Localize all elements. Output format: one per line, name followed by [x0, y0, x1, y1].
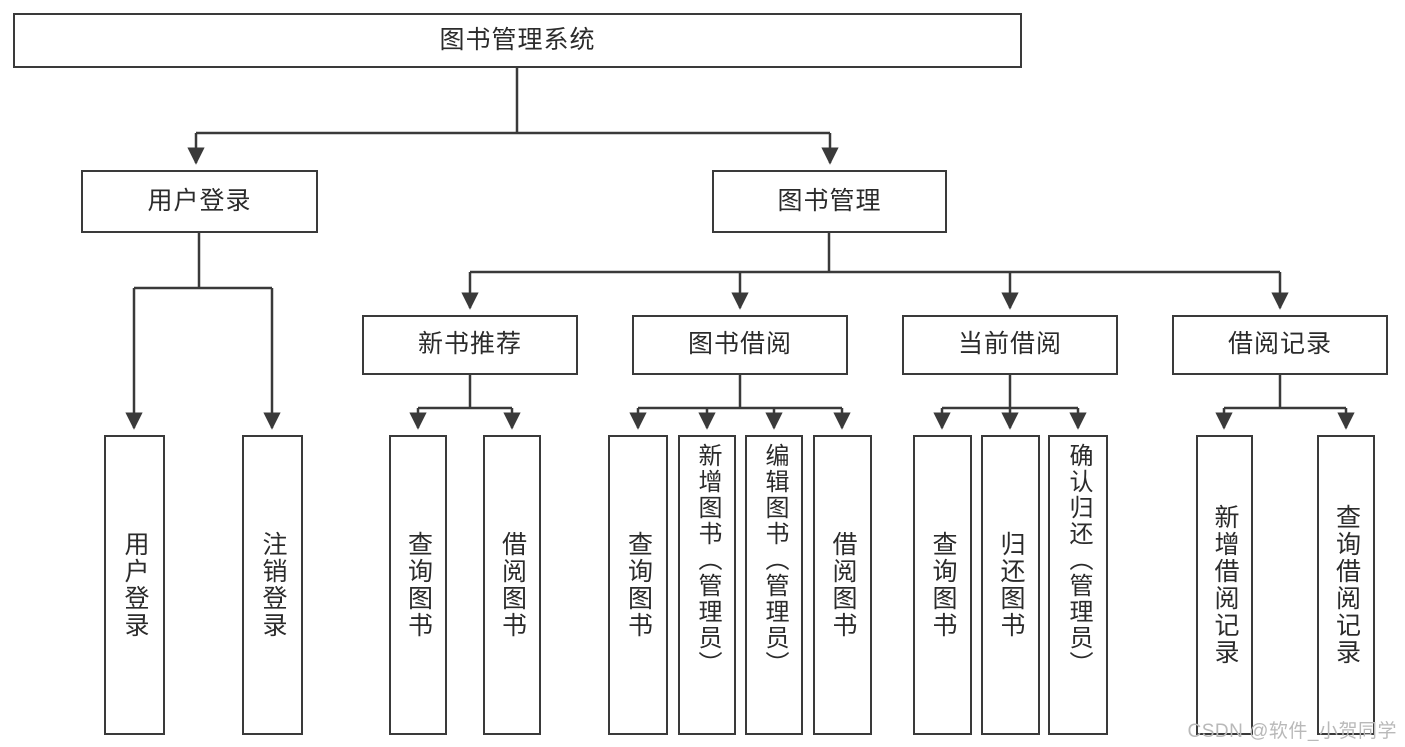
node-leaf-query-book-recommend[interactable]: 查询图书	[389, 435, 447, 735]
node-leaf-borrow-book-recommend-label: 借阅图书	[498, 531, 527, 639]
node-book-borrow-label: 图书借阅	[687, 330, 792, 359]
node-borrow-record-label: 借阅记录	[1227, 330, 1332, 359]
node-leaf-user-login-label: 用户登录	[121, 531, 149, 639]
node-leaf-borrow-book-label: 借阅图书	[829, 531, 857, 639]
node-borrow-record[interactable]: 借阅记录	[1172, 315, 1388, 375]
link-bookmgmt-to-level3	[461, 233, 1289, 310]
watermark-text: CSDN @软件_小贺同学	[1187, 721, 1397, 742]
link-currentborrow-to-leaves	[933, 375, 1087, 430]
node-current-borrow[interactable]: 当前借阅	[902, 315, 1118, 375]
node-leaf-borrow-book[interactable]: 借阅图书	[813, 435, 872, 735]
link-recommend-to-leaves	[409, 375, 521, 430]
node-leaf-query-book-borrow[interactable]: 查询图书	[608, 435, 668, 735]
node-new-book-recommend-label: 新书推荐	[417, 330, 522, 359]
node-leaf-query-book-current-label: 查询图书	[929, 531, 957, 639]
link-userlogin-to-leaves	[125, 233, 281, 430]
node-leaf-query-book-current[interactable]: 查询图书	[913, 435, 972, 735]
node-leaf-logout-login-label: 注销登录	[259, 531, 287, 639]
node-user-login[interactable]: 用户登录	[81, 170, 318, 233]
node-book-management[interactable]: 图书管理	[712, 170, 947, 233]
node-current-borrow-label: 当前借阅	[957, 330, 1062, 359]
node-leaf-query-book-recommend-label: 查询图书	[404, 531, 433, 639]
node-leaf-add-book-admin[interactable]: 新增图书（管理员）	[678, 435, 736, 735]
node-leaf-add-book-admin-label: 新增图书（管理员）	[693, 443, 721, 677]
node-leaf-query-book-borrow-label: 查询图书	[624, 531, 653, 639]
node-leaf-user-login[interactable]: 用户登录	[104, 435, 165, 735]
node-leaf-borrow-book-recommend[interactable]: 借阅图书	[483, 435, 541, 735]
node-leaf-query-borrow-record[interactable]: 查询借阅记录	[1317, 435, 1375, 735]
node-root-system-label: 图书管理系统	[439, 25, 596, 54]
node-leaf-query-borrow-record-label: 查询借阅记录	[1332, 504, 1361, 666]
link-bookborrow-to-leaves	[629, 375, 851, 430]
node-book-borrow[interactable]: 图书借阅	[632, 315, 848, 375]
node-leaf-edit-book-admin-label: 编辑图书（管理员）	[760, 443, 788, 677]
node-leaf-logout-login[interactable]: 注销登录	[242, 435, 303, 735]
node-book-management-label: 图书管理	[777, 186, 882, 215]
node-leaf-confirm-return-admin[interactable]: 确认归还（管理员）	[1048, 435, 1108, 735]
node-user-login-label: 用户登录	[147, 186, 252, 215]
node-leaf-confirm-return-admin-label: 确认归还（管理员）	[1064, 443, 1092, 677]
node-new-book-recommend[interactable]: 新书推荐	[362, 315, 578, 375]
node-leaf-edit-book-admin[interactable]: 编辑图书（管理员）	[745, 435, 803, 735]
node-leaf-return-book-label: 归还图书	[997, 531, 1025, 639]
link-root-to-level2	[187, 68, 839, 165]
node-leaf-add-borrow-record-label: 新增借阅记录	[1211, 504, 1239, 666]
node-leaf-return-book[interactable]: 归还图书	[981, 435, 1040, 735]
node-leaf-add-borrow-record[interactable]: 新增借阅记录	[1196, 435, 1253, 735]
node-root-system[interactable]: 图书管理系统	[13, 13, 1022, 68]
link-borrowrecord-to-leaves	[1215, 375, 1355, 430]
